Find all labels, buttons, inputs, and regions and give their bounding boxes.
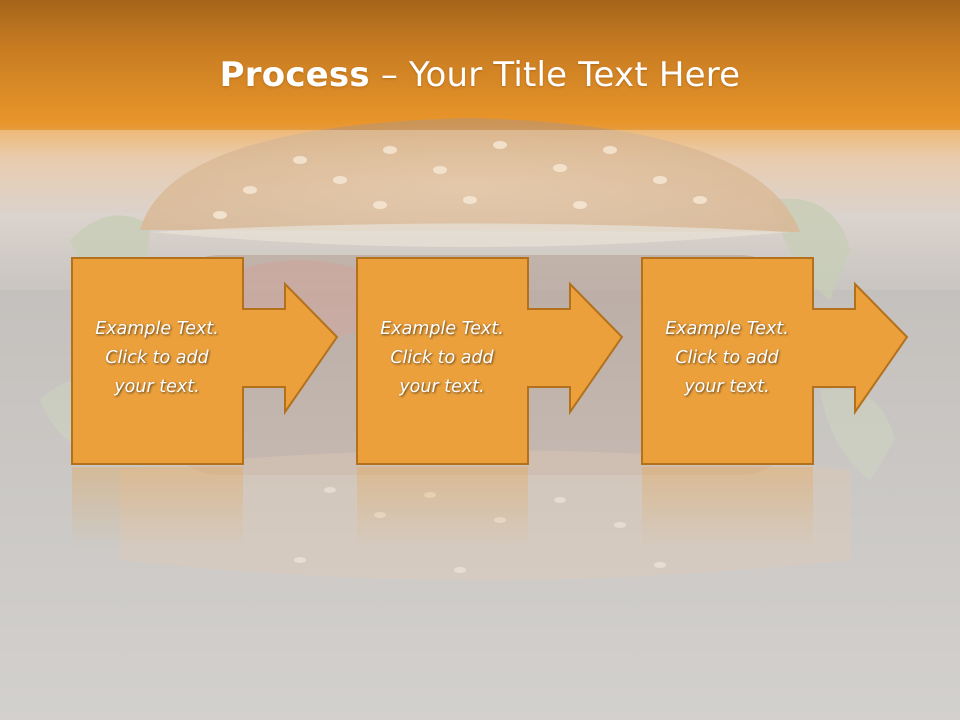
process-step-1[interactable]: Example Text. Click to add your text. [71, 257, 339, 465]
step-text-line: Example Text. [665, 319, 789, 339]
step-text-line: your text. [684, 377, 770, 397]
step-text-line: Click to add [390, 348, 494, 368]
step-text-line: Example Text. [95, 319, 219, 339]
arrow-box-shape [356, 257, 624, 465]
arrow-box-shape [641, 257, 909, 465]
step-text[interactable]: Example Text. Click to add your text. [641, 315, 813, 402]
step-text-line: Example Text. [380, 319, 504, 339]
arrow-box-shape [71, 257, 339, 465]
title-separator: – [369, 55, 410, 95]
slide-title[interactable]: Process – Your Title Text Here [0, 55, 960, 95]
title-bold-part: Process [219, 55, 370, 95]
title-rest: Your Title Text Here [409, 55, 741, 95]
process-step-2[interactable]: Example Text. Click to add your text. [356, 257, 624, 465]
step-text-line: your text. [399, 377, 485, 397]
step-text-line: Click to add [105, 348, 209, 368]
step-text-line: your text. [114, 377, 200, 397]
process-step-3[interactable]: Example Text. Click to add your text. [641, 257, 909, 465]
step-text-line: Click to add [675, 348, 779, 368]
step-text[interactable]: Example Text. Click to add your text. [71, 315, 243, 402]
step-text[interactable]: Example Text. Click to add your text. [356, 315, 528, 402]
step-reflection [642, 467, 813, 547]
step-reflection [357, 467, 528, 547]
step-reflection [72, 467, 243, 547]
